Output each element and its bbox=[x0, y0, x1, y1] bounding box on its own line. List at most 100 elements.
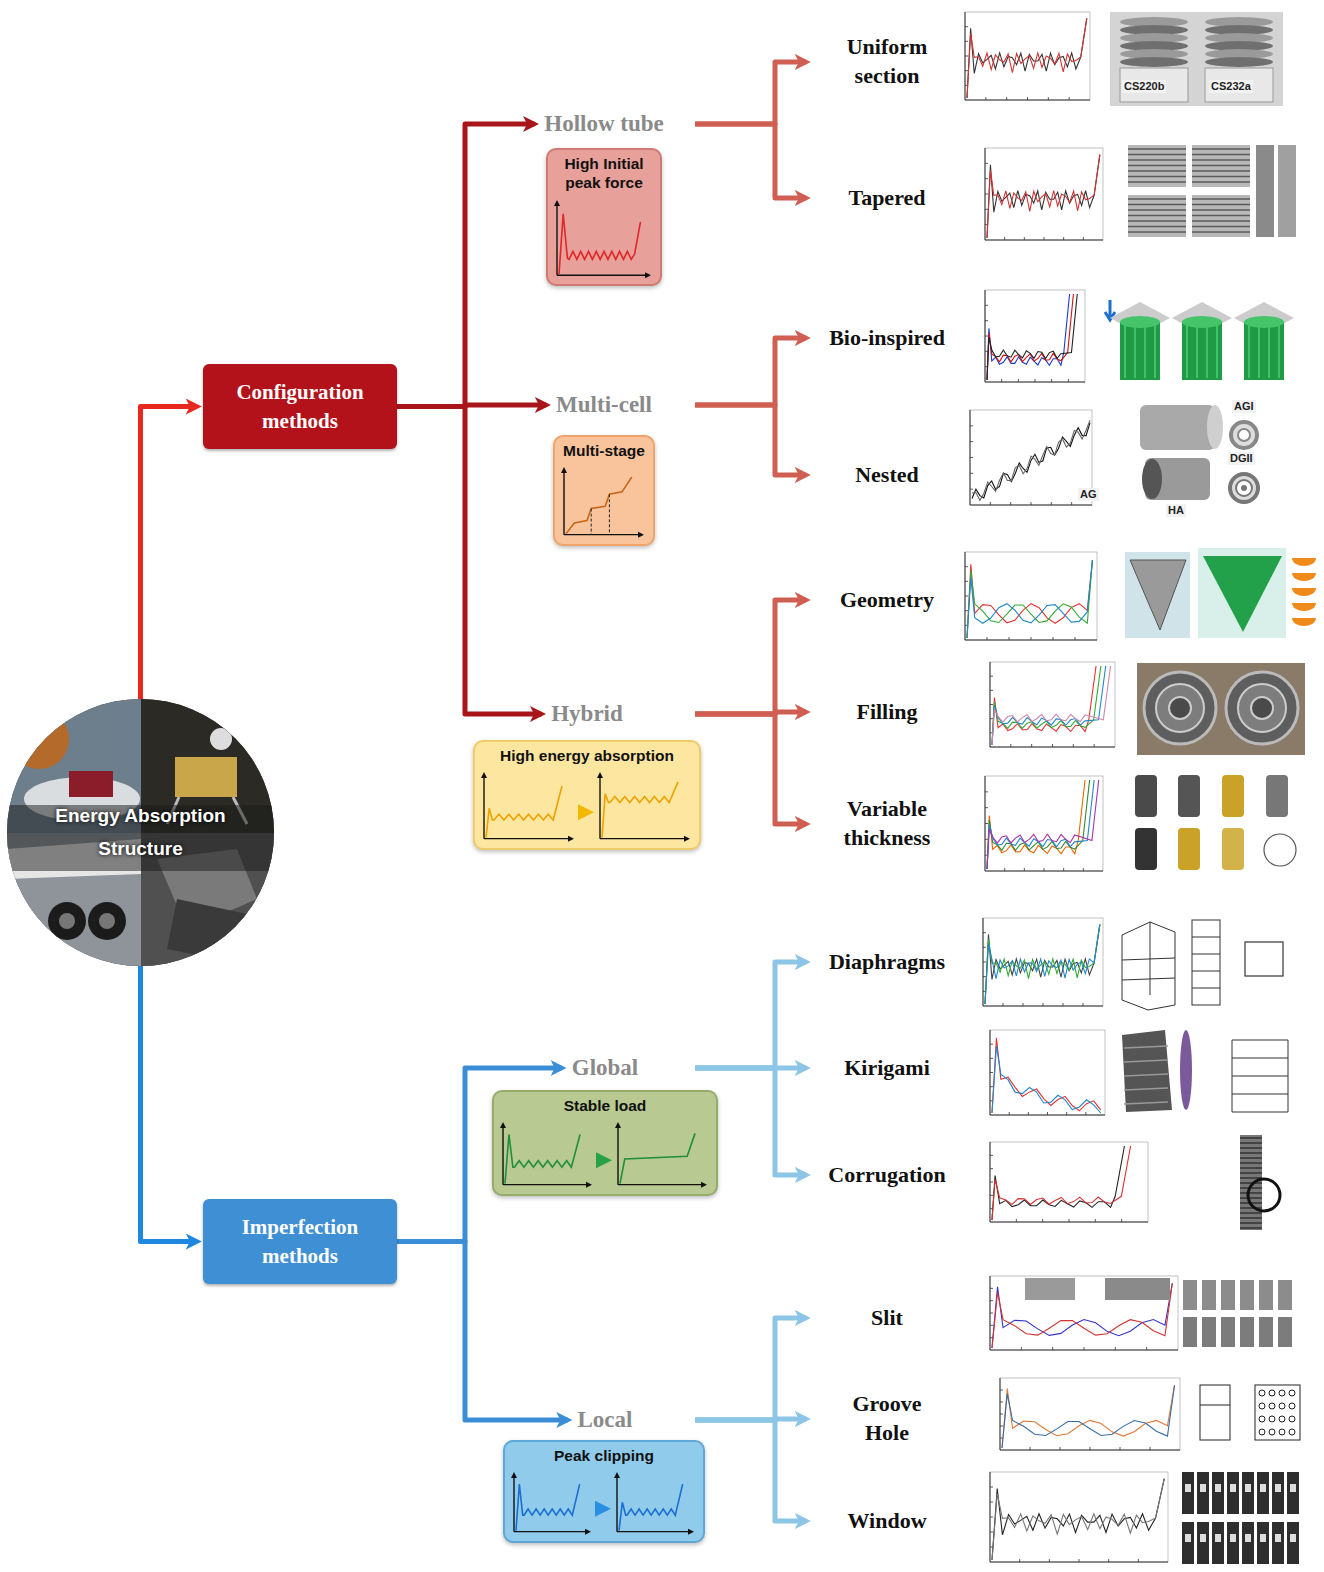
mini-chart bbox=[500, 1122, 707, 1188]
chart-tick bbox=[1019, 1559, 1020, 1562]
chart-tick bbox=[1052, 744, 1053, 747]
tube-body bbox=[1256, 145, 1274, 237]
chart-tick bbox=[990, 676, 993, 677]
chart-tick bbox=[1023, 1003, 1024, 1006]
chart-line bbox=[992, 1479, 1164, 1560]
corrugation-ridge bbox=[1240, 1137, 1262, 1139]
tube-fold bbox=[1128, 231, 1186, 233]
category-box: Hollow tubeHigh Initial peak force bbox=[520, 108, 688, 286]
chart-line bbox=[620, 1134, 695, 1184]
panel-text-wrap: High energy absorption bbox=[475, 742, 699, 765]
line-chart bbox=[990, 1142, 1148, 1222]
subtype-text: Tapered bbox=[848, 184, 925, 213]
axis-arrow bbox=[684, 836, 690, 842]
chart-tick bbox=[1010, 502, 1011, 505]
tube-fold bbox=[1128, 220, 1186, 222]
chart-tick bbox=[1115, 1347, 1116, 1350]
chart-tick bbox=[1003, 1003, 1004, 1006]
chart-tick bbox=[1146, 1347, 1147, 1350]
cone-slice bbox=[1292, 588, 1316, 596]
chart-line bbox=[602, 782, 678, 838]
chart-tick bbox=[970, 473, 973, 474]
photo-hub bbox=[99, 913, 115, 929]
window-tube bbox=[1227, 1522, 1239, 1564]
chart-frame bbox=[990, 1276, 1178, 1350]
chart-line bbox=[967, 560, 1092, 638]
chart-axis bbox=[502, 1124, 503, 1185]
slit-tube bbox=[1278, 1280, 1292, 1310]
bio-rib bbox=[1268, 324, 1270, 378]
nested-ring bbox=[1230, 474, 1258, 502]
chart-tick bbox=[1150, 1447, 1151, 1450]
photo-tree bbox=[9, 709, 69, 769]
panel-caption: Multi-stage bbox=[561, 441, 647, 460]
hole-dot bbox=[1259, 1429, 1265, 1435]
panel-caption: High energy absorption bbox=[481, 746, 693, 765]
connector-arrow bbox=[695, 124, 806, 198]
window-cut bbox=[1230, 1484, 1236, 1492]
sample-tube bbox=[1266, 775, 1288, 817]
cone-shell bbox=[1203, 556, 1282, 632]
panel-text-wrap: Multi-stage bbox=[555, 437, 653, 460]
chart-frame bbox=[1000, 1378, 1180, 1450]
slit-tube bbox=[1240, 1280, 1254, 1310]
chart-line bbox=[992, 1038, 1101, 1113]
chart-tick bbox=[965, 581, 968, 582]
line-chart bbox=[983, 918, 1103, 1006]
tube-fold bbox=[1128, 176, 1186, 178]
chart-tick bbox=[965, 26, 968, 27]
subtype-text: Uniform section bbox=[822, 33, 952, 90]
mini-chart bbox=[561, 467, 644, 538]
connector-arrow bbox=[695, 1318, 806, 1420]
wire-stack bbox=[1192, 954, 1220, 955]
image-label: CS220b bbox=[1122, 80, 1166, 93]
window-cut bbox=[1290, 1534, 1296, 1542]
bio-rib bbox=[1216, 324, 1218, 378]
nested-ring bbox=[1236, 480, 1252, 496]
category-panel: High energy absorption bbox=[473, 740, 701, 850]
chart-tick bbox=[1016, 1219, 1017, 1222]
chart-tick bbox=[985, 97, 986, 100]
panel-chart bbox=[480, 770, 694, 843]
subtype-label: Window bbox=[812, 1507, 962, 1536]
window-cut bbox=[1275, 1484, 1281, 1492]
chart-tick bbox=[985, 178, 988, 179]
subtype-text: Corrugation bbox=[828, 1161, 945, 1190]
chart-tick bbox=[1048, 97, 1049, 100]
panel-chart bbox=[553, 198, 655, 279]
category-heading-row: Global bbox=[490, 1052, 720, 1084]
photo-antenna bbox=[210, 728, 232, 750]
groove-line bbox=[1200, 1405, 1230, 1406]
tube-fold bbox=[1192, 148, 1250, 150]
subtype-label: Tapered bbox=[812, 184, 962, 213]
filled-disc bbox=[1156, 684, 1204, 732]
chart-tick bbox=[1004, 237, 1005, 240]
corrugation-ridge bbox=[1240, 1157, 1262, 1159]
nested-ring bbox=[1238, 429, 1250, 441]
image-label: DGII bbox=[1228, 452, 1255, 465]
method-title: Imperfection methods bbox=[203, 1213, 397, 1270]
subtype-label: Groove Hole bbox=[812, 1390, 962, 1447]
mini-chart bbox=[554, 200, 651, 278]
subtype-text: Diaphragms bbox=[829, 948, 945, 977]
chart-tick bbox=[1069, 1219, 1070, 1222]
subtype-label: Nested bbox=[812, 461, 962, 490]
stage-mark bbox=[609, 495, 610, 535]
chart-axis bbox=[600, 838, 688, 839]
tube-fold bbox=[1128, 226, 1186, 228]
chart-line bbox=[967, 18, 1087, 98]
photo-hub bbox=[59, 913, 75, 929]
chart-tick bbox=[985, 823, 988, 824]
sample-tube bbox=[1222, 775, 1244, 817]
chart-line bbox=[1002, 1385, 1174, 1448]
axis-arrow bbox=[614, 1472, 620, 1478]
tube-fold bbox=[1192, 165, 1250, 167]
window-cut bbox=[1215, 1484, 1221, 1492]
chart-line bbox=[992, 666, 1096, 745]
chart-line bbox=[992, 1146, 1131, 1220]
line-chart bbox=[990, 662, 1115, 747]
chart-tick bbox=[985, 839, 988, 840]
corrugation-ridge bbox=[1240, 1222, 1262, 1224]
bio-tube bbox=[1244, 322, 1284, 380]
corrugation-ridge bbox=[1240, 1147, 1262, 1149]
